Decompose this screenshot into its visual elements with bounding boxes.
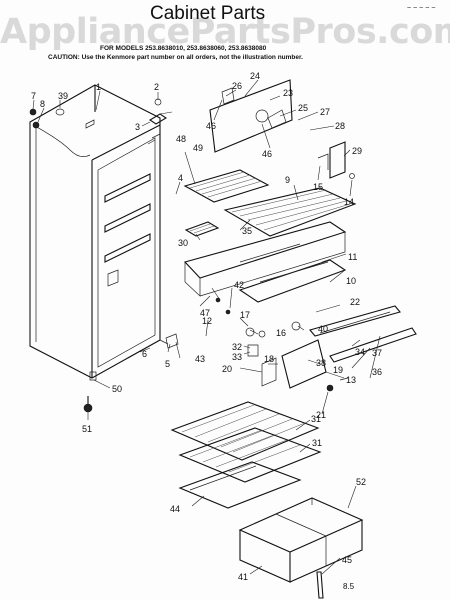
- callout-14: 14: [344, 197, 354, 207]
- callout-27: 27: [320, 107, 330, 117]
- callout-28: 28: [335, 121, 345, 131]
- caution-line: CAUTION: Use the Kenmore part number on …: [48, 54, 303, 61]
- callout-21: 21: [316, 410, 326, 420]
- callout-35: 35: [242, 226, 252, 236]
- callout-19: 19: [333, 365, 343, 375]
- callout-32: 32: [232, 342, 242, 352]
- glass-shelves: [170, 401, 322, 509]
- evaporator-cover: [209, 79, 293, 153]
- callout-26: 26: [232, 81, 242, 91]
- callout-5: 5: [165, 359, 170, 369]
- footer-mark: 8.5: [343, 582, 355, 591]
- callout-15: 15: [313, 182, 323, 192]
- callout-13: 13: [346, 375, 356, 385]
- callout-33: 33: [232, 352, 242, 362]
- corner-mark: ~~~~~: [407, 5, 438, 12]
- callout-48: 48: [176, 134, 186, 144]
- callout-36: 36: [372, 367, 382, 377]
- callout-41: 41: [238, 572, 248, 582]
- crisper-control-box: [165, 297, 349, 392]
- lower-rails: [309, 305, 417, 363]
- callout-39: 39: [58, 91, 68, 101]
- crisper-drawers: [238, 497, 364, 583]
- callout-3: 3: [135, 122, 140, 132]
- callout-10: 10: [346, 276, 356, 286]
- leader-lines: [32, 79, 381, 575]
- callout-49: 49: [193, 143, 203, 153]
- callout-37: 37: [372, 348, 382, 358]
- callout-6: 6: [142, 349, 147, 359]
- callout-8: 8: [40, 99, 45, 109]
- callout-25: 25: [298, 103, 308, 113]
- top-fasteners: [29, 98, 168, 139]
- callout-11: 11: [348, 252, 357, 262]
- callout-12: 12: [202, 316, 212, 326]
- callout-47: 47: [200, 308, 210, 318]
- callout-16: 16: [276, 328, 286, 338]
- freezer-shelf-assembly: [183, 187, 357, 303]
- callout-30: 30: [178, 238, 188, 248]
- leveling-foot: [83, 396, 93, 413]
- callout-9: 9: [285, 175, 290, 185]
- callout-50: 50: [112, 384, 122, 394]
- callout-7: 7: [31, 91, 36, 101]
- callout-51: 51: [82, 424, 92, 434]
- callout-45: 45: [342, 555, 352, 565]
- page-title: Cabinet Parts: [150, 3, 266, 24]
- callout-42: 42: [234, 280, 244, 290]
- watermark: AppliancePartsPros.com: [0, 12, 450, 52]
- callout-20: 20: [222, 364, 232, 374]
- callout-29: 29: [352, 146, 362, 156]
- callout-44: 44: [170, 504, 180, 514]
- wire-shelf-upper: [183, 169, 270, 203]
- callout-labels: 1 2 3 48 7 8 39 4 49 24 26 23 25 27 28 4…: [31, 71, 382, 582]
- callout-31-a: 31: [311, 414, 321, 424]
- callout-23: 23: [283, 88, 293, 98]
- callout-34: 34: [355, 347, 365, 357]
- callout-43: 43: [195, 354, 205, 364]
- callout-46-a: 46: [206, 121, 216, 131]
- callout-52: 52: [356, 477, 366, 487]
- callout-1: 1: [96, 82, 101, 92]
- callout-24: 24: [250, 71, 260, 81]
- door-lever: [316, 571, 324, 599]
- callout-46-b: 46: [262, 149, 272, 159]
- callout-40: 40: [318, 324, 328, 334]
- callout-4: 4: [178, 173, 183, 183]
- cabinet-body: [29, 84, 169, 381]
- callout-31-b: 31: [312, 438, 322, 448]
- callout-18: 18: [264, 354, 274, 364]
- callout-22: 22: [350, 297, 360, 307]
- models-line: FOR MODELS 253.8638010, 253.8638060, 253…: [100, 45, 267, 52]
- callout-17: 17: [240, 310, 250, 320]
- ice-tray: [184, 221, 220, 237]
- control-bracket: [317, 141, 355, 179]
- callout-2: 2: [154, 82, 159, 92]
- callout-38: 38: [316, 358, 326, 368]
